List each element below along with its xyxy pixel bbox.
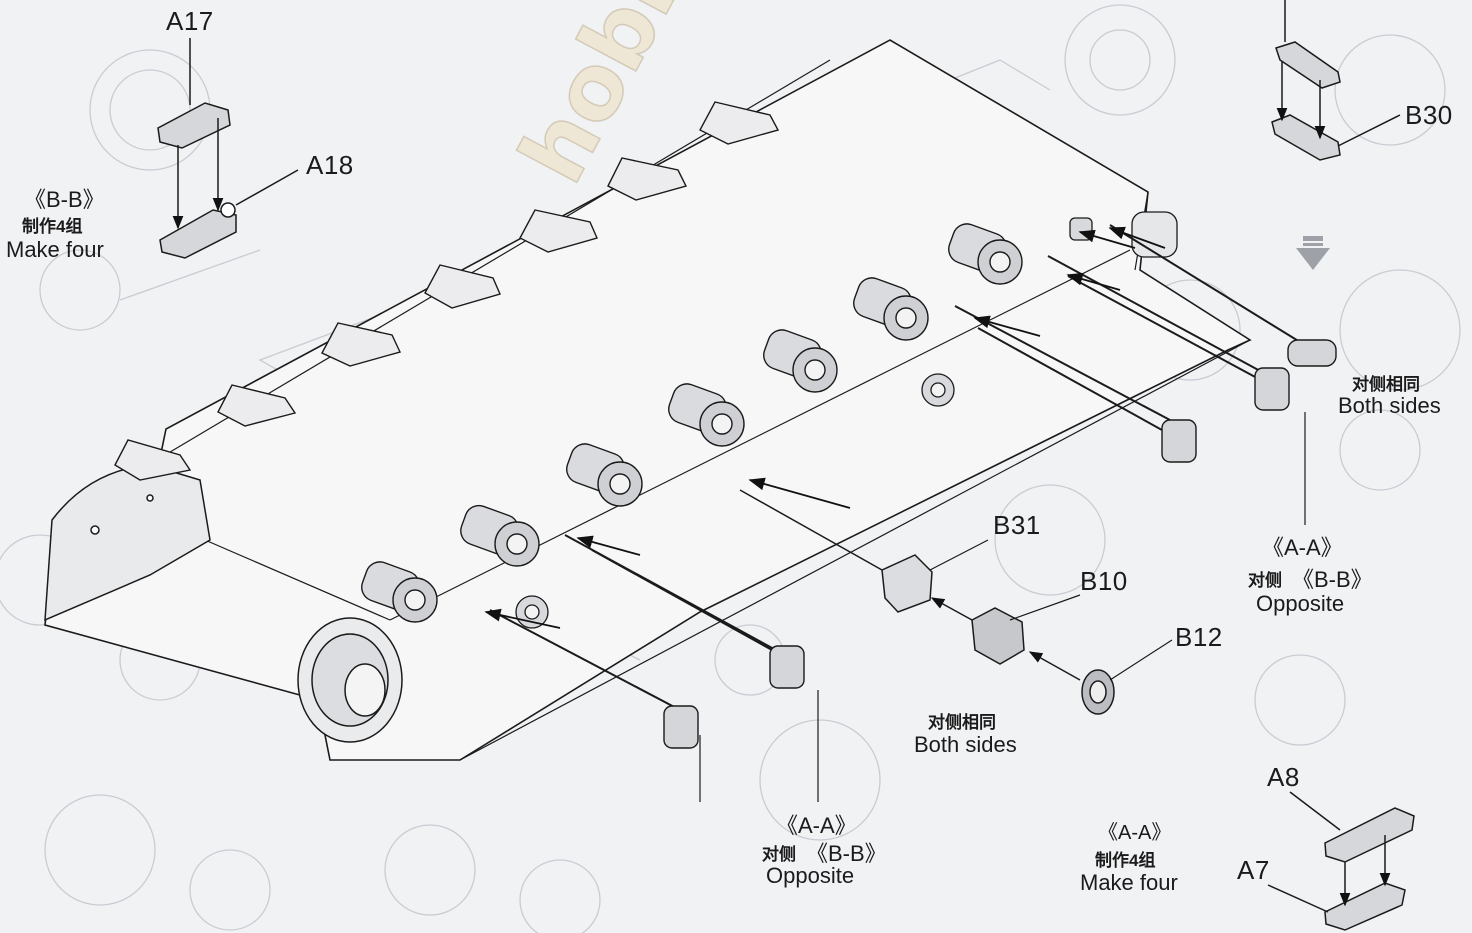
idler-assembly bbox=[739, 489, 1115, 715]
section-label-b-b-right: 《B-B》 bbox=[1292, 567, 1373, 592]
note-zh-both-sides-center: 对侧相同 bbox=[928, 713, 996, 732]
bump-stops bbox=[114, 101, 780, 481]
section-label-a-a-bottom-right: 《A-A》 bbox=[1098, 822, 1172, 844]
assembly-arrows bbox=[484, 226, 1166, 629]
section-label-b-b-bottom: 《B-B》 bbox=[806, 841, 887, 866]
part-label-b10: B10 bbox=[1080, 566, 1128, 596]
part-label-b12: B12 bbox=[1175, 622, 1223, 652]
leader-lines bbox=[699, 412, 1306, 802]
note-zh-both-sides: 对侧相同 bbox=[1352, 375, 1420, 394]
note-zh-opposite-bottom: 对侧 bbox=[762, 845, 796, 864]
part-label-a18: A18 bbox=[306, 150, 354, 180]
part-label-b30: B30 bbox=[1405, 100, 1453, 130]
down-chevron-icon bbox=[1296, 236, 1330, 270]
note-en-opposite-bottom: Opposite bbox=[766, 863, 855, 888]
section-label-b-b: 《B-B》 bbox=[24, 187, 105, 212]
note-en-both-sides-center: Both sides bbox=[914, 732, 1017, 757]
note-en-both-sides: Both sides bbox=[1338, 393, 1441, 418]
note-zh-make-four-bottom: 制作4组 bbox=[1095, 851, 1156, 870]
note-en-make-four: Make four bbox=[6, 237, 104, 262]
b30-subassembly bbox=[1271, 0, 1401, 161]
section-label-a-a-right: 《A-A》 bbox=[1262, 535, 1343, 560]
suspension-arms bbox=[361, 223, 1023, 623]
part-label-b31: B31 bbox=[993, 510, 1041, 540]
note-en-make-four-bottom: Make four bbox=[1080, 870, 1178, 895]
part-label-a8: A8 bbox=[1267, 762, 1300, 792]
a7-a8-subassembly bbox=[1267, 791, 1415, 931]
torsion-bars bbox=[489, 224, 1301, 711]
part-label-a7: A7 bbox=[1237, 855, 1270, 885]
section-label-a-a-bottom: 《A-A》 bbox=[776, 813, 857, 838]
sprocket-mount bbox=[297, 617, 403, 743]
note-zh-opposite-right: 对侧 bbox=[1248, 571, 1282, 590]
part-label-a17: A17 bbox=[166, 6, 214, 36]
a17-a18-subassembly bbox=[157, 38, 299, 259]
note-en-opposite-right: Opposite bbox=[1256, 591, 1345, 616]
torsion-bar-ends bbox=[663, 339, 1337, 749]
rear-mount bbox=[44, 464, 211, 622]
note-zh-make-four: 制作4组 bbox=[22, 217, 83, 236]
